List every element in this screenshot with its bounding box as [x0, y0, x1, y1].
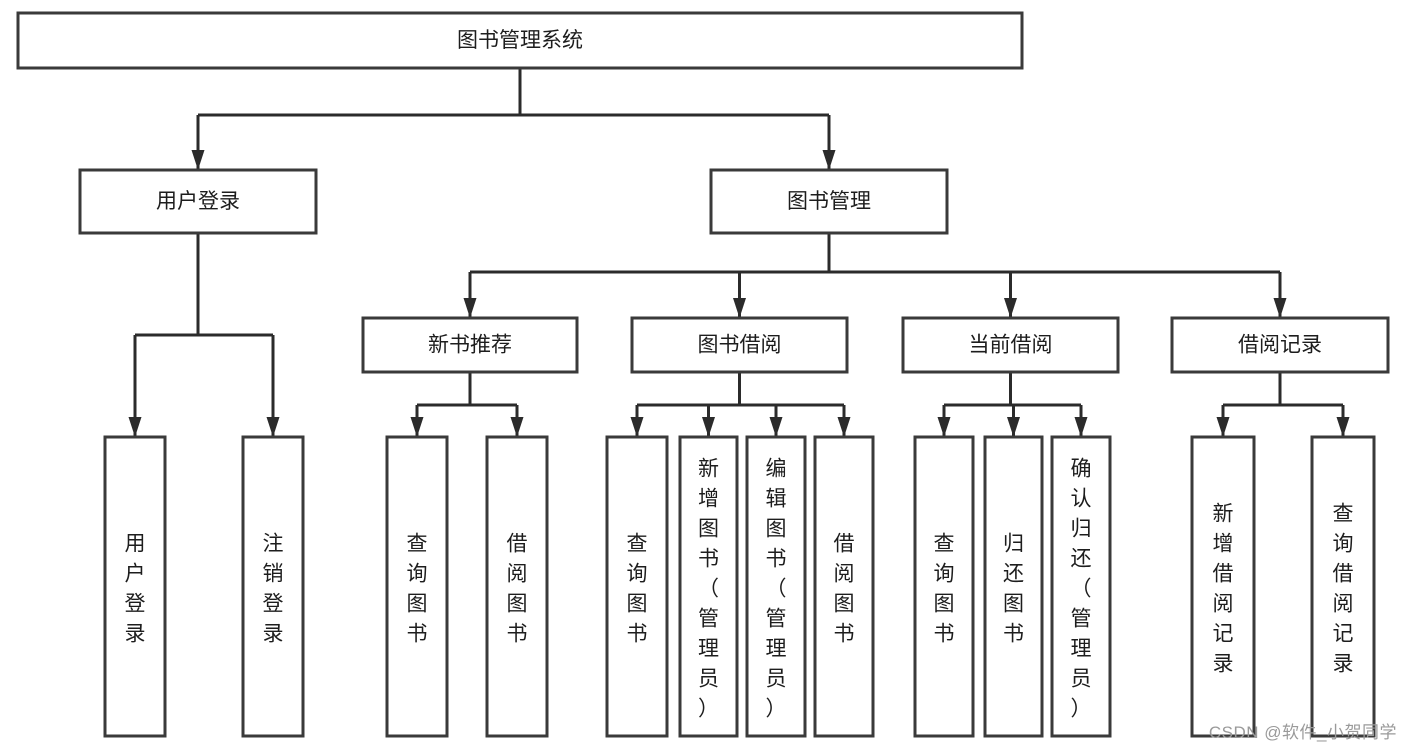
node-leaf-query-book-1[interactable]: 查询图书 [385, 435, 449, 738]
node-label: 图书管理系统 [457, 29, 583, 52]
node-book-management[interactable]: 图书管理 [709, 168, 949, 235]
node-label: 借阅图书 [507, 533, 528, 646]
connector-arrowhead [191, 150, 205, 170]
connector-arrowhead [769, 417, 783, 437]
connector-arrowhead [1007, 417, 1020, 437]
connector-arrowhead [1004, 298, 1017, 318]
node-label: 当前借阅 [969, 334, 1053, 357]
node-leaf-query-book-2[interactable]: 查询图书 [605, 435, 669, 738]
node-label: 新书推荐 [428, 334, 512, 357]
node-label: 查询借阅记录 [1333, 503, 1354, 676]
watermark-label: CSDN @软件_小贺同学 [1208, 723, 1397, 742]
node-box [1170, 316, 1390, 374]
node-box [709, 168, 949, 235]
node-label: 归还图书 [1003, 533, 1024, 646]
edge-from-borrow-record [1216, 372, 1350, 437]
node-label: 借阅图书 [834, 533, 855, 646]
node-label: 用户登录 [156, 190, 240, 213]
nodes-layer: 图书管理系统用户登录图书管理新书推荐图书借阅当前借阅借阅记录用户登录注销登录查询… [16, 11, 1390, 738]
connector-arrowhead [733, 298, 746, 318]
node-box [78, 168, 318, 235]
node-box [1310, 435, 1376, 738]
node-box [103, 435, 167, 738]
edge-from-user-login [128, 233, 280, 437]
node-current-borrow[interactable]: 当前借阅 [901, 316, 1120, 374]
node-box [16, 11, 1024, 70]
node-leaf-query-book-3[interactable]: 查询图书 [913, 435, 975, 738]
connector-arrowhead [463, 298, 477, 318]
node-box [385, 435, 449, 738]
node-box [361, 316, 579, 374]
node-label: 借阅记录 [1238, 334, 1322, 357]
node-leaf-confirm-return[interactable]: 确认归还（管理员） [1050, 435, 1112, 738]
node-box [1050, 435, 1112, 738]
node-label: 新增图书（管理员） [698, 458, 719, 721]
node-box [1190, 435, 1256, 738]
node-box [485, 435, 549, 738]
node-leaf-logout[interactable]: 注销登录 [241, 435, 305, 738]
node-leaf-edit-book[interactable]: 编辑图书（管理员） [745, 435, 807, 738]
connector-arrowhead [702, 417, 715, 437]
node-label: 查询图书 [627, 533, 648, 646]
connector-arrowhead [1074, 417, 1088, 437]
connector-arrowhead [266, 417, 280, 437]
node-label: 注销登录 [263, 533, 284, 646]
node-label: 用户登录 [125, 533, 146, 646]
node-book-borrow[interactable]: 图书借阅 [630, 316, 849, 374]
node-new-book-recommend[interactable]: 新书推荐 [361, 316, 579, 374]
node-box [745, 435, 807, 738]
connector-arrowhead [630, 417, 644, 437]
node-user-login[interactable]: 用户登录 [78, 168, 318, 235]
node-label: 新增借阅记录 [1213, 503, 1234, 676]
node-label: 编辑图书（管理员） [766, 458, 787, 721]
connector-arrowhead [937, 417, 951, 437]
connector-arrowhead [1336, 417, 1350, 437]
node-box [913, 435, 975, 738]
node-root[interactable]: 图书管理系统 [16, 11, 1024, 70]
edge-from-book-borrow [630, 372, 851, 437]
connector-arrowhead [410, 417, 424, 437]
node-label: 查询图书 [934, 533, 955, 646]
connector-arrowhead [510, 417, 524, 437]
edge-from-book-management [463, 233, 1287, 318]
edge-from-new-book-recommend [410, 372, 524, 437]
node-leaf-borrow-book-1[interactable]: 借阅图书 [485, 435, 549, 738]
node-box [241, 435, 305, 738]
node-leaf-query-borrow-record[interactable]: 查询借阅记录 [1310, 435, 1376, 738]
edge-from-current-borrow [937, 372, 1088, 437]
node-box [605, 435, 669, 738]
connector-arrowhead [128, 417, 142, 437]
connector-arrowhead [1273, 298, 1287, 318]
node-box [901, 316, 1120, 374]
node-leaf-add-book[interactable]: 新增图书（管理员） [678, 435, 739, 738]
node-leaf-add-borrow-record[interactable]: 新增借阅记录 [1190, 435, 1256, 738]
node-box [983, 435, 1044, 738]
connectors-layer [128, 68, 1350, 437]
node-borrow-record[interactable]: 借阅记录 [1170, 316, 1390, 374]
edge-from-root [191, 68, 836, 170]
node-leaf-borrow-book-2[interactable]: 借阅图书 [813, 435, 875, 738]
node-label: 查询图书 [407, 533, 428, 646]
connector-arrowhead [1216, 417, 1230, 437]
node-label: 确认归还（管理员） [1071, 458, 1092, 721]
node-leaf-return-book[interactable]: 归还图书 [983, 435, 1044, 738]
connector-arrowhead [837, 417, 851, 437]
node-box [630, 316, 849, 374]
node-label: 图书管理 [787, 190, 871, 213]
node-box [678, 435, 739, 738]
node-box [813, 435, 875, 738]
connector-arrowhead [822, 150, 836, 170]
node-label: 图书借阅 [698, 334, 782, 357]
node-leaf-user-login[interactable]: 用户登录 [103, 435, 167, 738]
